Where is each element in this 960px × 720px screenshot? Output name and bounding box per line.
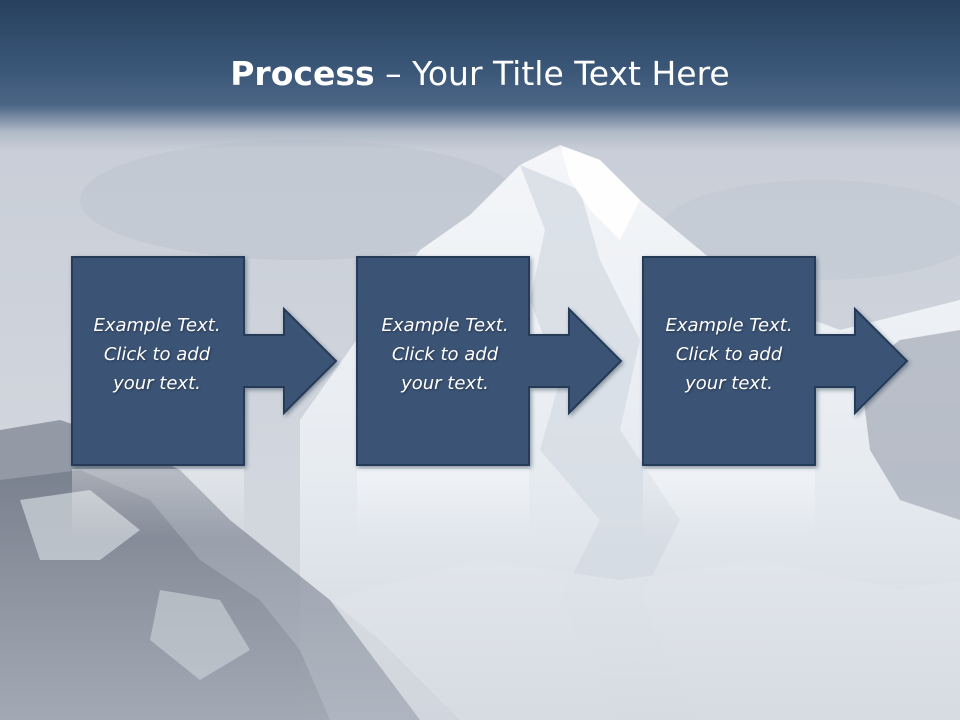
- step-text-3[interactable]: Example Text. Click to add your text.: [642, 311, 816, 398]
- step-2-line-1: Example Text.: [381, 315, 509, 336]
- slide-title[interactable]: Process – Your Title Text Here: [0, 52, 960, 96]
- process-step-1-shape[interactable]: [71, 256, 338, 466]
- step-1-line-3: your text.: [113, 373, 201, 394]
- step-text-2[interactable]: Example Text. Click to add your text.: [358, 311, 532, 398]
- process-step-3-shape[interactable]: [642, 256, 909, 466]
- step-2-line-2: Click to add: [391, 344, 499, 365]
- step-1-line-1: Example Text.: [93, 315, 221, 336]
- step-2-line-3: your text.: [401, 373, 489, 394]
- step-3-line-3: your text.: [685, 373, 773, 394]
- step-text-1[interactable]: Example Text. Click to add your text.: [70, 311, 244, 398]
- process-step-2-shape[interactable]: [356, 256, 623, 466]
- title-bar: [0, 0, 960, 150]
- title-bold-part: Process: [230, 54, 375, 93]
- step-1-line-2: Click to add: [103, 344, 211, 365]
- title-rest-part: – Your Title Text Here: [374, 54, 730, 93]
- process-step-1-reflection: [72, 469, 244, 539]
- process-step-3-reflection: [643, 469, 815, 539]
- steps-layer: [71, 256, 909, 539]
- step-3-line-2: Click to add: [675, 344, 783, 365]
- step-3-line-1: Example Text.: [665, 315, 793, 336]
- process-step-2-reflection: [357, 469, 529, 539]
